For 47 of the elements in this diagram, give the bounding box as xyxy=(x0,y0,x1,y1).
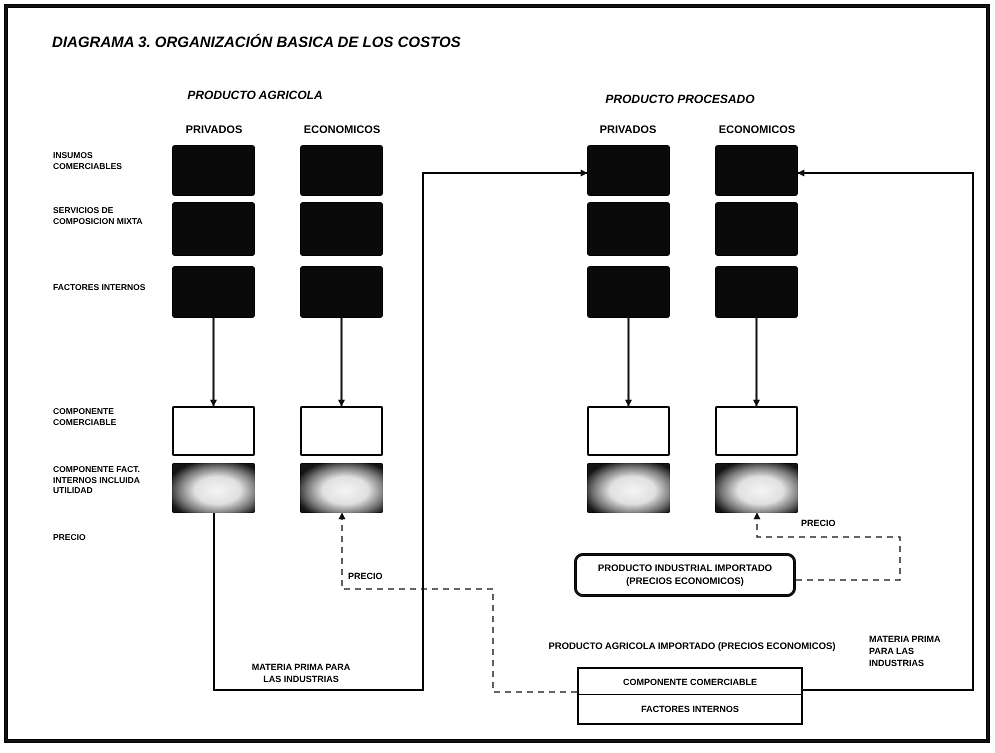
shaded-box xyxy=(300,463,383,513)
filled-box xyxy=(300,202,383,256)
empty-box xyxy=(715,406,798,456)
filled-box xyxy=(587,266,670,318)
empty-box xyxy=(172,406,255,456)
empty-box xyxy=(300,406,383,456)
filled-box xyxy=(172,266,255,318)
arrow xyxy=(213,170,588,691)
filled-box xyxy=(300,145,383,196)
filled-box xyxy=(715,266,798,318)
column-header: ECONOMICOS xyxy=(302,124,382,138)
row-label: INSUMOS COMERCIABLES xyxy=(53,150,123,172)
filled-box xyxy=(587,145,670,196)
arrow xyxy=(338,318,345,407)
edge-label: PRECIO xyxy=(347,570,384,582)
dashed-arrow xyxy=(338,512,577,693)
filled-box xyxy=(715,202,798,256)
filled-box xyxy=(587,202,670,256)
table-row: COMPONENTE COMERCIABLE xyxy=(579,669,801,695)
row-label: PRECIO xyxy=(53,532,87,543)
edge-label: PRECIO xyxy=(800,517,837,529)
arrow xyxy=(625,318,632,407)
shaded-box xyxy=(172,463,255,513)
table-row: FACTORES INTERNOS xyxy=(579,695,801,723)
shaded-box xyxy=(587,463,670,513)
row-label: FACTORES INTERNOS xyxy=(53,282,146,293)
filled-box xyxy=(715,145,798,196)
section-heading: PRODUCTO PROCESADO xyxy=(604,92,756,107)
column-header: ECONOMICOS xyxy=(718,124,796,138)
diagram-title: DIAGRAMA 3. ORGANIZACIÓN BASICA DE LOS COSTOS xyxy=(52,34,461,53)
dashed-arrow xyxy=(754,512,901,581)
shaded-box xyxy=(715,463,798,513)
rounded-box: PRODUCTO INDUSTRIAL IMPORTADO (PRECIOS ECONOMICOS) xyxy=(574,553,796,597)
section-heading: PRODUCTO AGRICOLA xyxy=(186,88,324,103)
column-header: PRIVADOS xyxy=(598,124,658,138)
row-label: SERVICIOS DE COMPOSICION MIXTA xyxy=(53,205,144,226)
box-heading: PRODUCTO AGRICOLA IMPORTADO (PRECIOS ECONOMICOS) xyxy=(547,640,837,653)
filled-box xyxy=(300,266,383,318)
arrow xyxy=(210,318,217,407)
empty-box xyxy=(587,406,670,456)
filled-box xyxy=(172,202,255,256)
row-label: COMPONENTE COMERCIABLE xyxy=(53,406,118,428)
column-header: PRIVADOS xyxy=(184,124,244,138)
arrow xyxy=(797,170,974,691)
arrow xyxy=(753,318,760,407)
row-label: COMPONENTE FACT. INTERNOS INCLUIDA UTILIDAD xyxy=(53,464,141,496)
filled-box xyxy=(172,145,255,196)
